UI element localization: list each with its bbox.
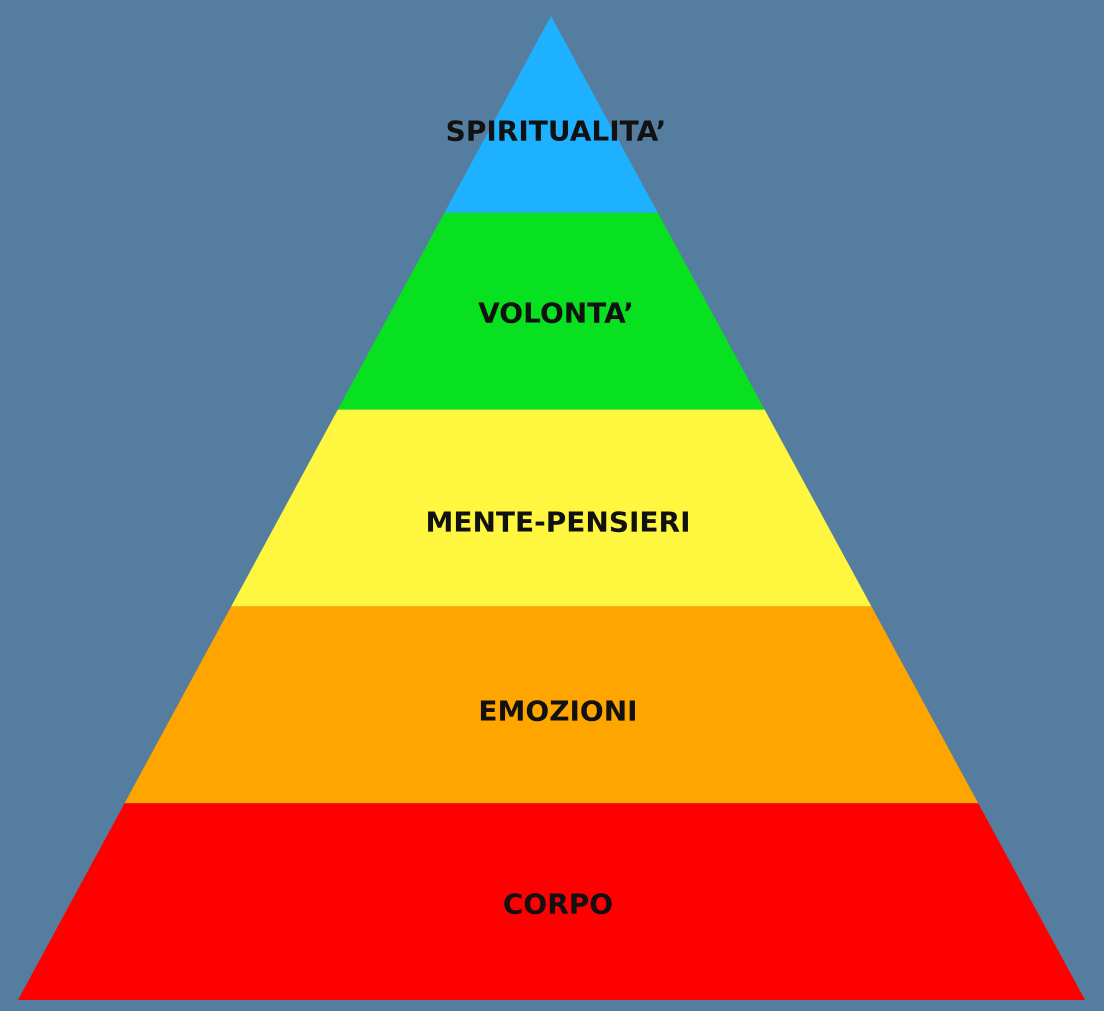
layer-volonta [337,212,765,410]
label-mente-pensieri: MENTE-PENSIERI [425,506,690,539]
layer-corpo [18,803,1085,1000]
label-spiritualita: SPIRITUALITA’ [446,115,667,148]
layer-spiritualita [444,16,658,213]
label-volonta: VOLONTA’ [478,297,634,330]
label-corpo: CORPO [503,888,613,921]
layer-mente-pensieri [231,409,872,607]
label-emozioni: EMOZIONI [478,695,637,728]
layer-emozioni [124,606,979,804]
